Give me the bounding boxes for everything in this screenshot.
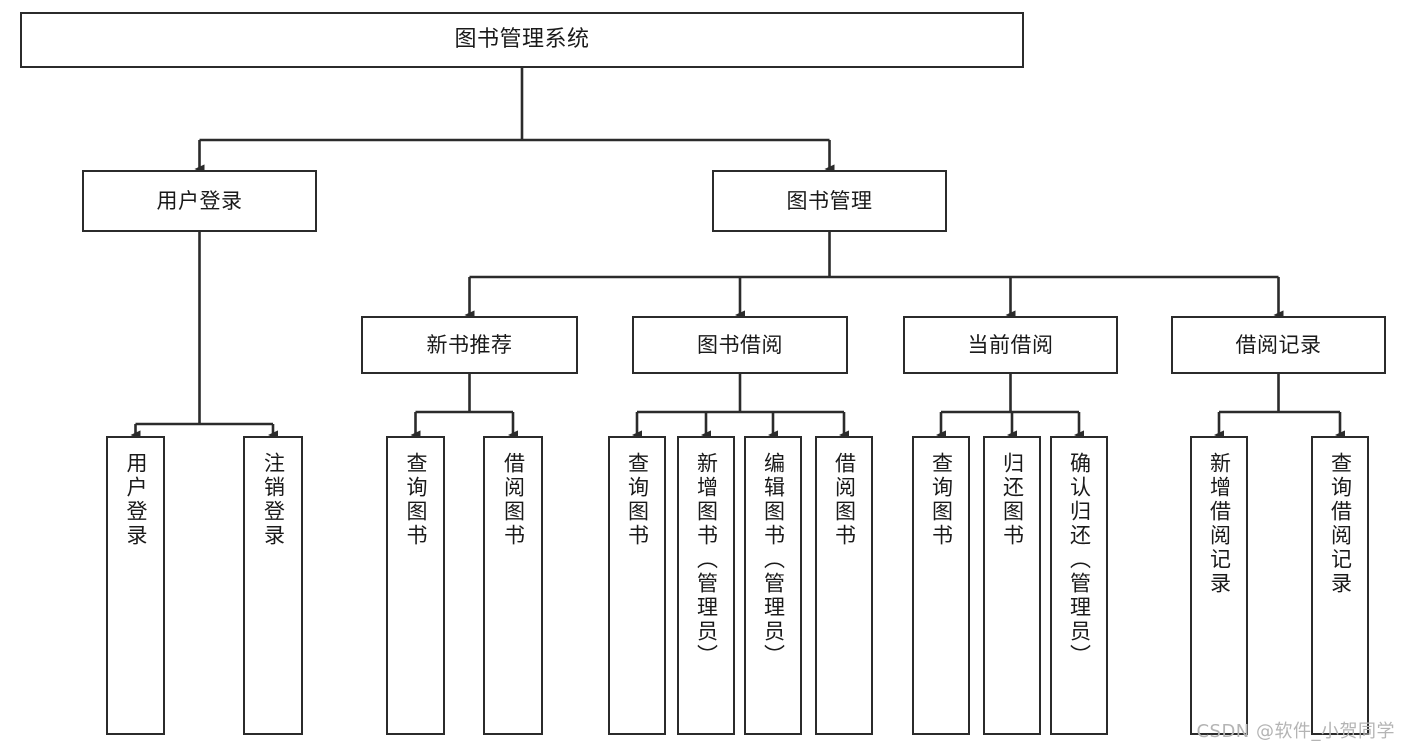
node-leaf-add-book-admin[interactable]: 新增图书（管理员） bbox=[677, 436, 735, 735]
node-label: 用户登录 bbox=[156, 188, 243, 213]
node-label: 借阅图书 bbox=[832, 452, 857, 548]
node-leaf-query-borrow-record[interactable]: 查询借阅记录 bbox=[1311, 436, 1369, 735]
node-book-borrow[interactable]: 图书借阅 bbox=[632, 316, 848, 374]
node-leaf-edit-book-admin[interactable]: 编辑图书（管理员） bbox=[744, 436, 802, 735]
node-label: 新增图书（管理员） bbox=[694, 452, 719, 668]
node-label: 新书推荐 bbox=[426, 332, 513, 357]
node-root[interactable]: 图书管理系统 bbox=[20, 12, 1024, 68]
node-label: 借阅图书 bbox=[501, 452, 526, 548]
node-borrow-record[interactable]: 借阅记录 bbox=[1171, 316, 1386, 374]
node-label: 确认归还（管理员） bbox=[1067, 452, 1092, 668]
node-label: 查询图书 bbox=[404, 452, 428, 548]
node-label: 编辑图书（管理员） bbox=[761, 452, 786, 668]
node-leaf-confirm-return-admin[interactable]: 确认归还（管理员） bbox=[1050, 436, 1108, 735]
watermark-text: CSDN @软件_小贺同学 bbox=[1196, 721, 1395, 742]
node-label: 图书管理 bbox=[786, 188, 873, 213]
node-leaf-borrow-book[interactable]: 借阅图书 bbox=[815, 436, 873, 735]
node-label: 新增借阅记录 bbox=[1207, 452, 1232, 596]
node-leaf-query-book-current[interactable]: 查询图书 bbox=[912, 436, 970, 735]
node-label: 借阅记录 bbox=[1235, 332, 1322, 357]
edge-group bbox=[130, 68, 1345, 440]
node-leaf-return-book[interactable]: 归还图书 bbox=[983, 436, 1041, 735]
node-new-book-recommend[interactable]: 新书推荐 bbox=[361, 316, 578, 374]
node-user-login[interactable]: 用户登录 bbox=[82, 170, 317, 232]
node-label: 图书借阅 bbox=[697, 332, 783, 357]
node-leaf-query-book-rec[interactable]: 查询图书 bbox=[386, 436, 445, 735]
node-label: 图书管理系统 bbox=[454, 27, 590, 53]
node-label: 当前借阅 bbox=[967, 332, 1054, 357]
node-label: 查询借阅记录 bbox=[1328, 452, 1353, 596]
node-label: 查询图书 bbox=[625, 452, 650, 548]
node-leaf-user-login[interactable]: 用户登录 bbox=[106, 436, 165, 735]
node-leaf-query-book-borrow[interactable]: 查询图书 bbox=[608, 436, 666, 735]
node-book-manage[interactable]: 图书管理 bbox=[712, 170, 947, 232]
node-leaf-user-logout[interactable]: 注销登录 bbox=[243, 436, 303, 735]
node-label: 归还图书 bbox=[1000, 452, 1025, 548]
node-current-borrow[interactable]: 当前借阅 bbox=[903, 316, 1118, 374]
node-leaf-add-borrow-record[interactable]: 新增借阅记录 bbox=[1190, 436, 1248, 735]
node-label: 查询图书 bbox=[929, 452, 954, 548]
node-label: 用户登录 bbox=[124, 452, 148, 548]
node-leaf-borrow-book-rec[interactable]: 借阅图书 bbox=[483, 436, 543, 735]
node-label: 注销登录 bbox=[261, 452, 286, 548]
